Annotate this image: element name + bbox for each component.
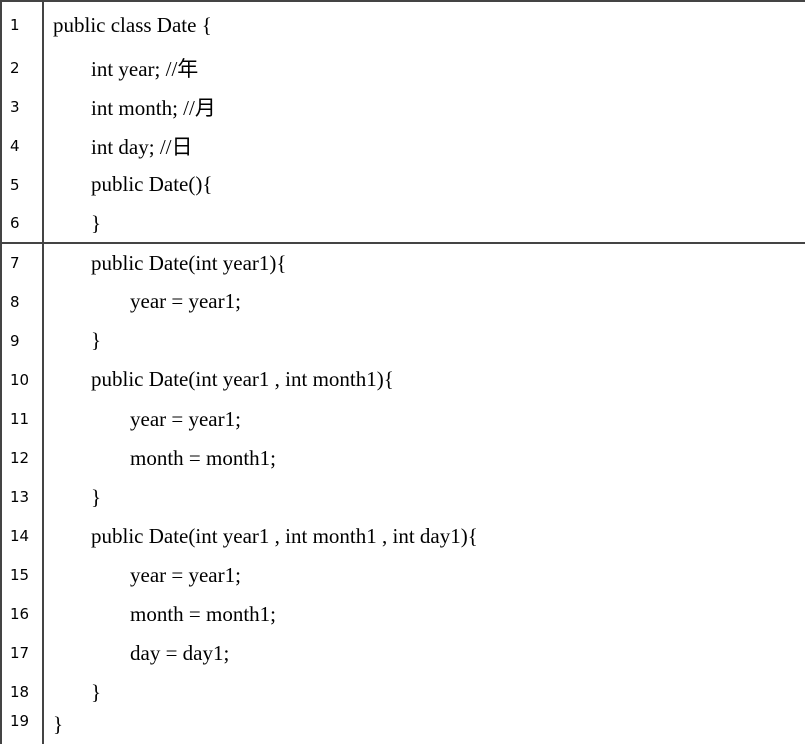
line-number: 2	[0, 48, 44, 88]
code-row: 9 }	[0, 321, 805, 361]
code-row: 1 public class Date {	[0, 0, 805, 49]
line-number: 16	[0, 594, 44, 634]
code-row: 10 public Date(int year1 , int month1){	[0, 360, 805, 400]
code-line: month = month1;	[130, 601, 277, 626]
code-row: 6 }	[0, 204, 805, 245]
line-number: 1	[0, 0, 44, 49]
code-row: 12 month = month1;	[0, 438, 805, 478]
code-line: year = year1;	[130, 562, 241, 587]
code-row: 19 }	[0, 711, 805, 744]
code-line: public Date(int year1){	[91, 250, 287, 275]
line-number: 12	[0, 438, 44, 478]
code-line: public class Date {	[43, 0, 805, 49]
code-row: 8 year = year1;	[0, 282, 805, 322]
code-row: 14 public Date(int year1 , int month1 , …	[0, 516, 805, 556]
code-line: int day; //日	[91, 134, 193, 159]
line-number: 9	[0, 321, 44, 361]
line-number: 8	[0, 282, 44, 322]
code-row: 11 year = year1;	[0, 399, 805, 439]
code-line: }	[91, 484, 102, 509]
code-line: int year; //年	[91, 56, 199, 81]
line-number: 4	[0, 126, 44, 166]
code-row: 3 int month; //月	[0, 87, 805, 127]
line-number: 14	[0, 516, 44, 556]
code-line: year = year1;	[130, 406, 241, 431]
line-number: 3	[0, 87, 44, 127]
code-line: }	[91, 328, 102, 353]
code-line: int month; //月	[91, 95, 216, 120]
line-number: 18	[0, 672, 44, 712]
line-number: 6	[0, 204, 44, 245]
code-row: 7 public Date(int year1){	[0, 243, 805, 283]
code-row: 4 int day; //日	[0, 126, 805, 166]
code-line: }	[91, 679, 102, 704]
line-number: 11	[0, 399, 44, 439]
code-row: 17 day = day1;	[0, 633, 805, 673]
code-line: }	[53, 711, 64, 736]
code-row: 15 year = year1;	[0, 555, 805, 595]
code-row: 2 int year; //年	[0, 48, 805, 88]
code-line: public Date(int year1 , int month1 , int…	[91, 523, 478, 548]
code-line: public Date(){	[91, 172, 213, 197]
code-row: 13 }	[0, 477, 805, 517]
code-row: 16 month = month1;	[0, 594, 805, 634]
line-number: 5	[0, 165, 44, 205]
code-line: }	[43, 204, 805, 245]
line-number: 7	[0, 243, 44, 283]
line-number: 15	[0, 555, 44, 595]
code-row: 18 }	[0, 672, 805, 712]
code-row: 5 public Date(){	[0, 165, 805, 205]
line-number: 10	[0, 360, 44, 400]
code-line: public Date(int year1 , int month1){	[91, 367, 394, 392]
line-number: 17	[0, 633, 44, 673]
line-number: 19	[0, 711, 44, 744]
code-line: year = year1;	[130, 289, 241, 314]
line-number: 13	[0, 477, 44, 517]
code-line: day = day1;	[130, 640, 230, 665]
code-line: month = month1;	[130, 445, 277, 470]
